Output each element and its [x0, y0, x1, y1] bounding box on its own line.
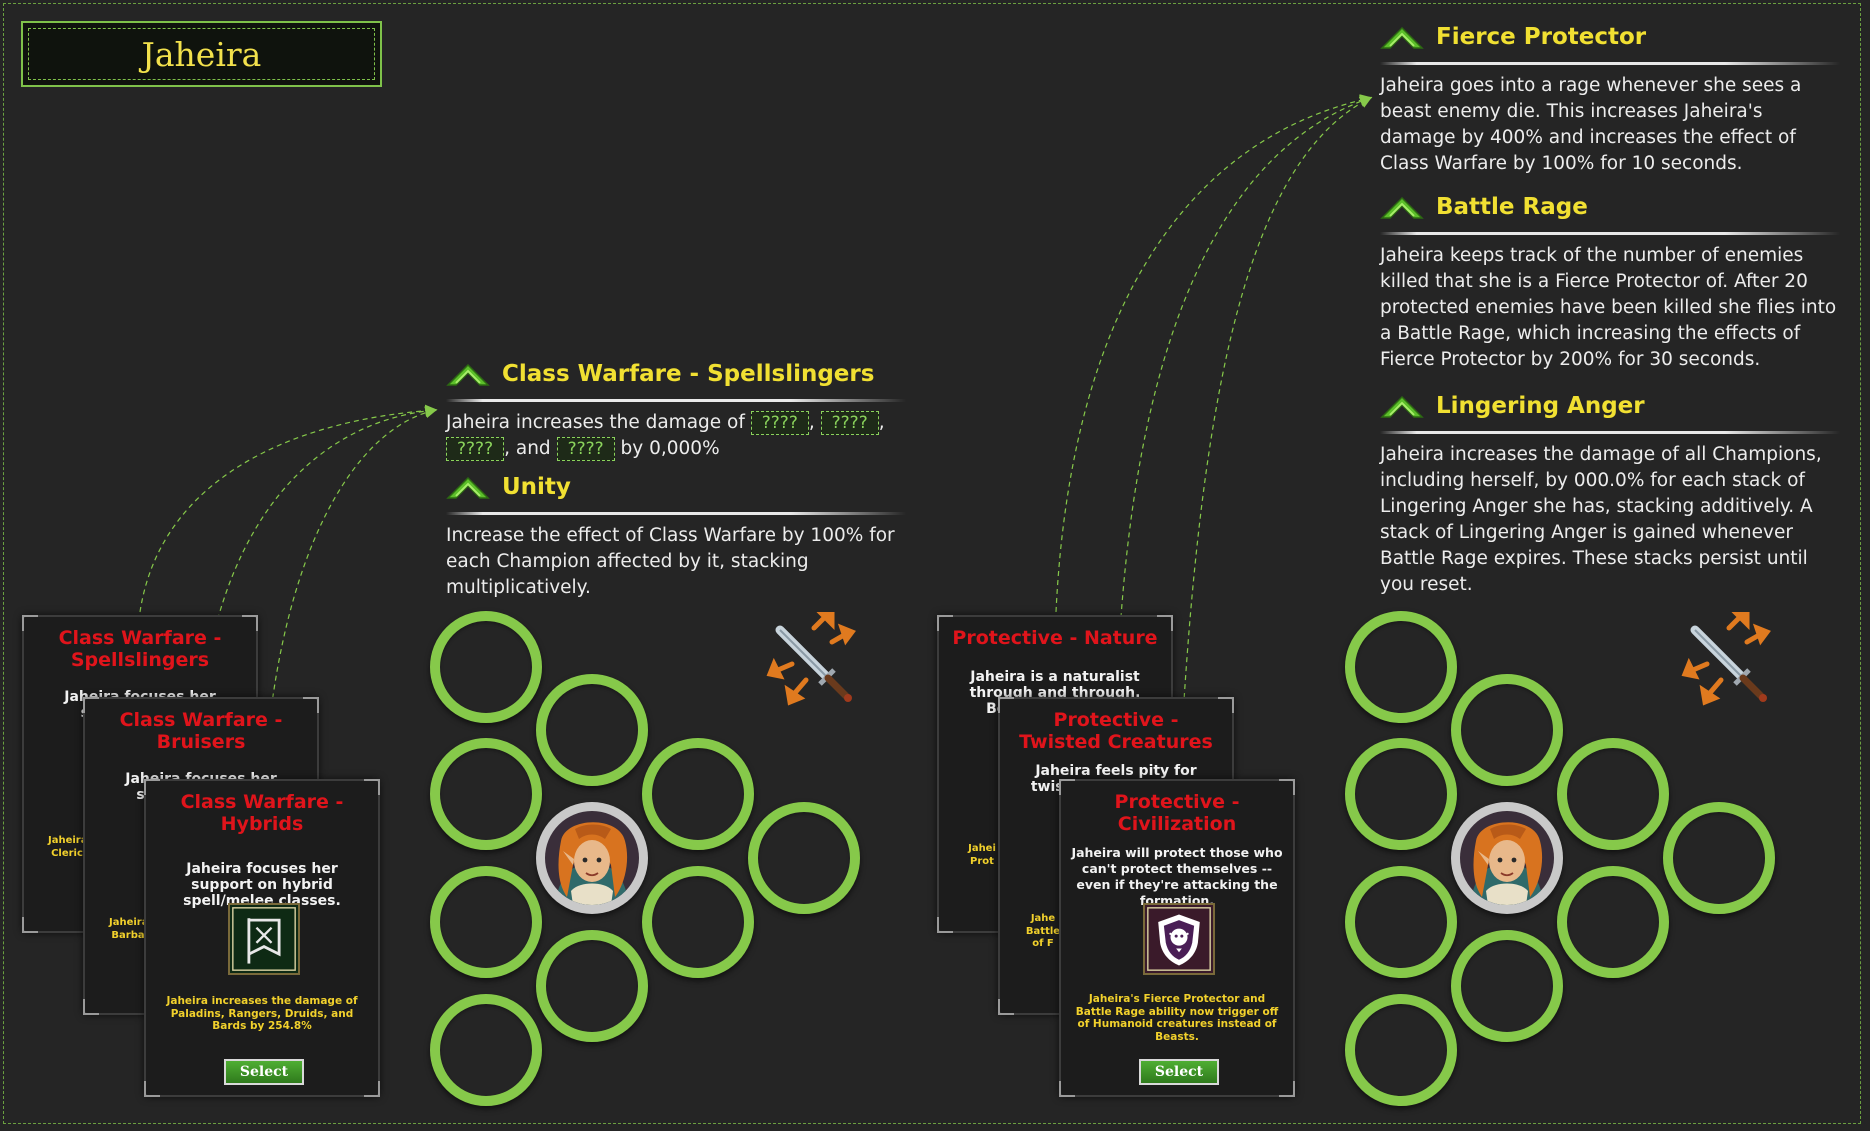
ability-description: Jaheira goes into a rage whenever she se…: [1380, 75, 1802, 174]
card-title: Protective - Nature: [952, 627, 1158, 649]
formation-slot[interactable]: [642, 738, 754, 850]
ability-battle-rage: Battle Rage Jaheira keeps track of the n…: [1380, 188, 1840, 373]
card-description: Jaheira will protect those who can't pro…: [1071, 845, 1283, 908]
ability-lingering-anger: Lingering Anger Jaheira increases the da…: [1380, 387, 1840, 598]
jaheira-portrait-icon: [545, 811, 639, 905]
card-title: Class Warfare - Hybrids: [180, 791, 344, 835]
card-effect: Jaheira Cleric: [48, 835, 88, 859]
formation-slot[interactable]: [430, 738, 542, 850]
divider: [1380, 431, 1840, 434]
divider: [446, 399, 906, 402]
placeholder-class: ????: [820, 411, 879, 435]
formation-slot[interactable]: [430, 866, 542, 978]
formation-slot[interactable]: [1557, 866, 1669, 978]
champion-portrait[interactable]: [1451, 802, 1563, 914]
specialization-card-hybrids[interactable]: Class Warfare - Hybrids Jaheira focuses …: [144, 779, 380, 1097]
ability-description: Jaheira increases the damage of all Cham…: [1380, 444, 1822, 595]
divider: [1380, 232, 1840, 235]
formation-slot[interactable]: [536, 930, 648, 1042]
connector-line: [139, 404, 438, 613]
ability-description: Jaheira increases the damage of ????, ??…: [446, 411, 885, 461]
formation-slot[interactable]: [1345, 994, 1457, 1106]
chevron-up-icon: [1380, 395, 1424, 418]
connector-line: [1179, 96, 1373, 771]
ability-description: Jaheira keeps track of the number of ene…: [1380, 245, 1837, 370]
jaheira-portrait-icon: [1460, 811, 1554, 905]
card-effect: Jaheira Barba: [109, 917, 149, 941]
banner-icon: [228, 903, 300, 975]
card-title: Class Warfare - Bruisers: [119, 709, 283, 753]
formation-slot[interactable]: [1451, 930, 1563, 1042]
card-title: Protective - Twisted Creatures: [1019, 709, 1213, 753]
formation-slot[interactable]: [1557, 738, 1669, 850]
ability-name: Fierce Protector: [1436, 24, 1647, 50]
specialization-card-civilization[interactable]: Protective - Civilization Jaheira will p…: [1059, 779, 1295, 1097]
ability-description: Increase the effect of Class Warfare by …: [446, 525, 895, 598]
shield-icon: [1143, 903, 1215, 975]
chevron-up-icon: [446, 476, 490, 499]
champion-name-box: Jaheira: [21, 21, 382, 87]
ability-class-warfare: Class Warfare - Spellslingers Jaheira in…: [446, 355, 906, 462]
card-effect: Jahei Prot: [968, 843, 996, 867]
champion-portrait[interactable]: [536, 802, 648, 914]
ability-name: Battle Rage: [1436, 194, 1588, 220]
chevron-up-icon: [1380, 26, 1424, 49]
crossed-swords-icon: [1681, 612, 1771, 706]
formation-slot[interactable]: [748, 802, 860, 914]
select-button[interactable]: Select: [224, 1059, 304, 1085]
champion-name: Jaheira: [28, 28, 375, 80]
ability-unity: Unity Increase the effect of Class Warfa…: [446, 468, 906, 601]
card-title: Protective - Civilization: [1114, 791, 1240, 835]
select-button[interactable]: Select: [1139, 1059, 1219, 1085]
connector-line: [1116, 95, 1373, 691]
ability-name: Lingering Anger: [1436, 393, 1645, 419]
placeholder-class: ????: [750, 411, 809, 435]
formation-slot[interactable]: [430, 994, 542, 1106]
formation-slot[interactable]: [1451, 674, 1563, 786]
placeholder-class: ????: [556, 437, 615, 461]
ability-fierce-protector: Fierce Protector Jaheira goes into a rag…: [1380, 18, 1840, 177]
formation-slot[interactable]: [430, 611, 542, 723]
crossed-swords-icon: [766, 612, 856, 706]
divider: [1380, 62, 1840, 65]
formation-slot[interactable]: [1663, 802, 1775, 914]
card-effect: Jaheira's Fierce Protector and Battle Ra…: [1075, 993, 1279, 1043]
formation-slot[interactable]: [1345, 738, 1457, 850]
formation-slot[interactable]: [536, 674, 648, 786]
ability-name: Class Warfare - Spellslingers: [502, 361, 875, 387]
ability-name: Unity: [502, 474, 571, 500]
card-effect: Jahe Battle of F: [1025, 913, 1061, 949]
formation-slot[interactable]: [1345, 866, 1457, 978]
placeholder-class: ????: [446, 437, 505, 461]
connector-line: [1055, 94, 1373, 613]
chevron-up-icon: [446, 363, 490, 386]
formation-slot[interactable]: [1345, 611, 1457, 723]
chevron-up-icon: [1380, 196, 1424, 219]
card-description: Jaheira focuses her support on hybrid sp…: [183, 861, 341, 909]
card-effect: Jaheira increases the damage of Paladins…: [166, 995, 358, 1032]
card-title: Class Warfare - Spellslingers: [58, 627, 222, 671]
divider: [446, 512, 906, 515]
formation-slot[interactable]: [642, 866, 754, 978]
